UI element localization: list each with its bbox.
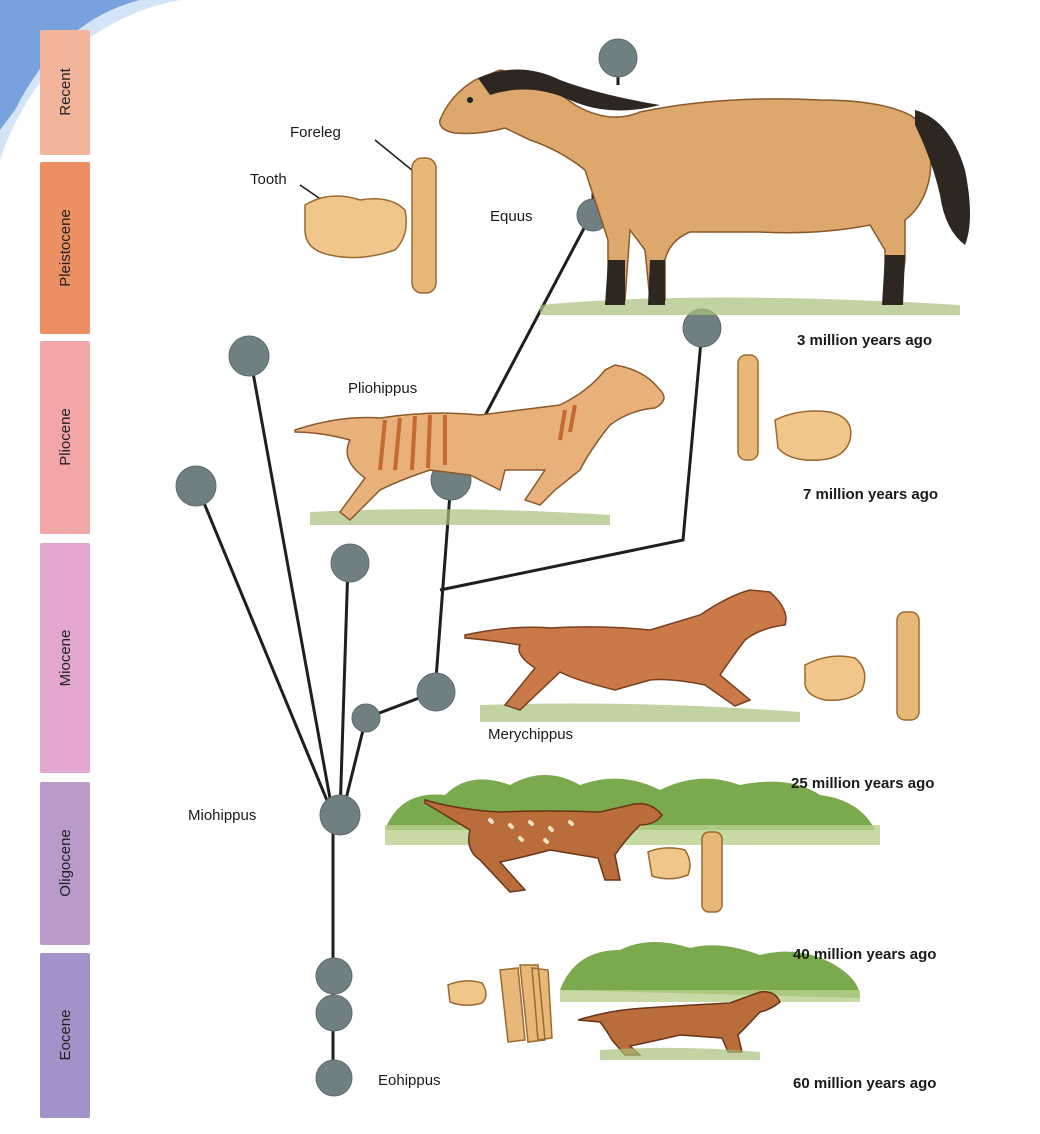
node-merychippus [417, 673, 455, 711]
equus-legs-dark [605, 255, 905, 305]
eohippus-ground [560, 990, 860, 1002]
merychippus-illustration: Merychippus [465, 590, 800, 743]
time-label-3mya: 3 million years ago [797, 332, 932, 349]
node-eocene-upper [316, 958, 352, 994]
merychippus-grass [480, 704, 800, 722]
epoch-column: Recent Pleistocene Pliocene Miocene Olig… [40, 30, 90, 1118]
miohippus-tooth [648, 848, 690, 879]
time-label-7mya: 7 million years ago [803, 486, 938, 503]
merychippus-foreleg-bone [897, 612, 919, 720]
merychippus-parts [805, 612, 919, 720]
equus-label: Equus [490, 208, 533, 225]
equus-foreleg-bone [412, 158, 436, 293]
tooth-pointer [300, 185, 322, 200]
equus-body [440, 70, 931, 300]
epoch-label-pleistocene: Pleistocene [57, 209, 74, 287]
node-center-extinct [331, 544, 369, 582]
branch-to-center-extinct [340, 563, 348, 815]
miohippus-foreleg-bone [702, 832, 722, 912]
time-label-40mya: 40 million years ago [793, 946, 936, 963]
epoch-label-miocene: Miocene [57, 630, 74, 687]
eohippus-tooth [448, 981, 486, 1005]
branch-to-left-extinct [197, 486, 333, 815]
eohippus-label: Eohippus [378, 1072, 441, 1089]
equus-parts: Foreleg Tooth [250, 124, 436, 293]
node-small [352, 704, 380, 732]
pliohippus-tooth [775, 411, 851, 460]
foreleg-label: Foreleg [290, 124, 341, 141]
pliohippus-parts [738, 355, 851, 460]
miohippus-illustration: Miohippus [188, 775, 880, 892]
pliohippus-foreleg-bone [738, 355, 758, 460]
miohippus-label: Miohippus [188, 807, 256, 824]
merychippus-label: Merychippus [488, 726, 573, 743]
node-miohippus [320, 795, 360, 835]
eohippus-illustration: Eohippus [378, 942, 860, 1089]
tooth-label: Tooth [250, 171, 287, 188]
pliohippus-label: Pliohippus [348, 380, 417, 397]
node-left-extinct [176, 466, 216, 506]
merychippus-body [465, 590, 786, 710]
time-label-60mya: 60 million years ago [793, 1075, 936, 1092]
node-eohippus [316, 1060, 352, 1096]
epoch-label-pliocene: Pliocene [57, 408, 74, 466]
pliohippus-illustration: Pliohippus [295, 365, 664, 525]
eohippus-foot-bones [500, 965, 552, 1042]
epoch-label-recent: Recent [57, 67, 74, 115]
epoch-label-eocene: Eocene [57, 1010, 74, 1061]
miohippus-body [425, 800, 662, 892]
equus-illustration [440, 69, 970, 315]
node-top-left-extinct [229, 336, 269, 376]
merychippus-tooth [805, 656, 865, 700]
equus-eye [467, 97, 473, 103]
time-label-25mya: 25 million years ago [791, 775, 934, 792]
epoch-label-oligocene: Oligocene [57, 829, 74, 897]
node-recent [599, 39, 637, 77]
node-eocene-lower [316, 995, 352, 1031]
equus-tooth [305, 196, 406, 258]
eohippus-parts [448, 965, 552, 1042]
